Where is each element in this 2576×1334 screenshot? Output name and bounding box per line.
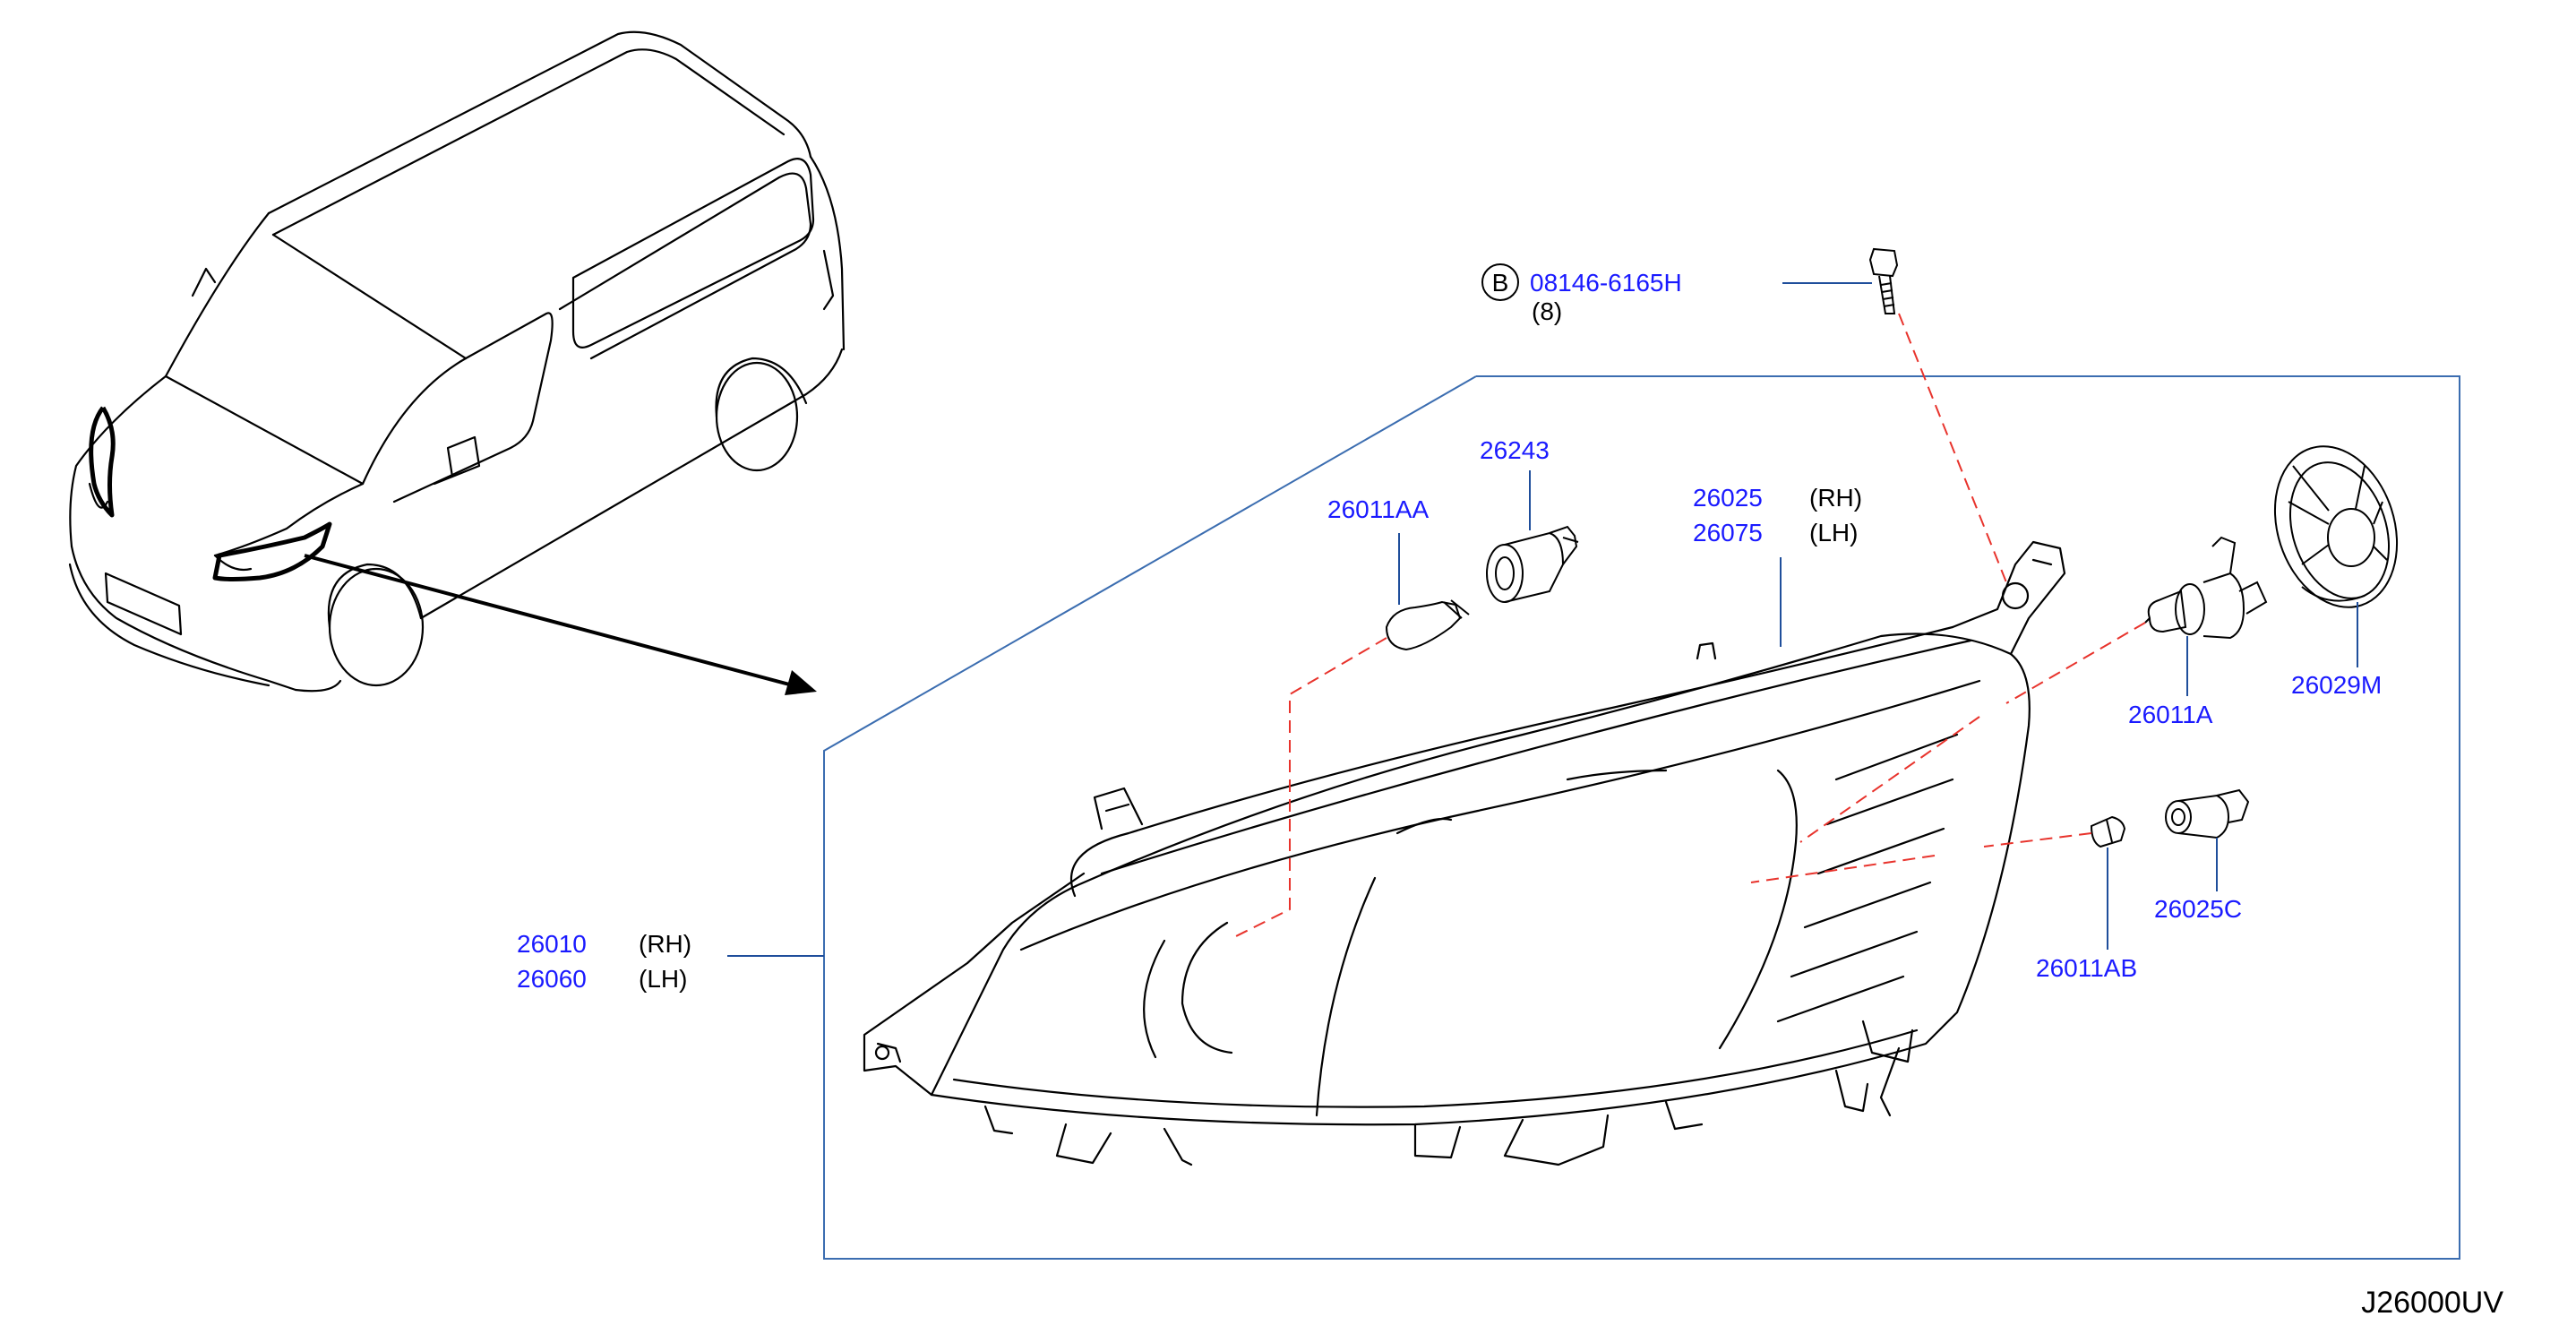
headlamp-housing xyxy=(863,540,2066,1166)
part-number-26060[interactable]: 26060 xyxy=(517,965,587,993)
side-label-lh-26075: (LH) xyxy=(1809,519,1858,547)
side-label-rh-26010: (RH) xyxy=(639,930,691,958)
socket-26243-icon xyxy=(1486,525,1579,603)
bolt-marker-letter: B xyxy=(1492,269,1509,297)
part-number-26011AA[interactable]: 26011AA xyxy=(1327,495,1429,523)
bolt-callout: B 08146-6165H (8) xyxy=(1481,263,1682,325)
callout-arrow xyxy=(304,554,817,695)
bolt-marker-circle xyxy=(1481,263,1519,301)
drawing-number: J26000UV xyxy=(2361,1286,2503,1320)
bulb-26011AB-icon xyxy=(2090,815,2126,848)
leader-lines xyxy=(727,282,2358,957)
part-number-26243[interactable]: 26243 xyxy=(1480,436,1550,464)
bolt-icon xyxy=(1868,247,1899,314)
assembly-dashed-lines xyxy=(1235,313,2146,937)
socket-26025C-icon xyxy=(2165,788,2250,839)
bulb-26011AA-icon xyxy=(1385,599,1470,651)
part-number-26025[interactable]: 26025 xyxy=(1693,484,1763,512)
part-number-bolt[interactable]: 08146-6165H xyxy=(1530,269,1682,297)
vehicle-illustration xyxy=(68,30,846,693)
part-number-26025C[interactable]: 26025C xyxy=(2154,895,2242,923)
bolt-quantity: (8) xyxy=(1532,297,1562,325)
part-number-26075[interactable]: 26075 xyxy=(1693,519,1763,547)
side-label-rh-26025: (RH) xyxy=(1809,484,1862,512)
part-number-26010[interactable]: 26010 xyxy=(517,930,587,958)
part-number-26011A[interactable]: 26011A xyxy=(2128,701,2213,728)
cap-26029M-icon xyxy=(2273,445,2399,608)
bulb-26011A-icon xyxy=(2144,536,2268,640)
vehicle-headlamp-highlight xyxy=(89,406,332,581)
part-number-26029M[interactable]: 26029M xyxy=(2291,671,2382,699)
part-number-26011AB[interactable]: 26011AB xyxy=(2036,954,2137,982)
side-label-lh-26060: (LH) xyxy=(639,965,687,993)
parts-frame xyxy=(823,375,2460,1260)
